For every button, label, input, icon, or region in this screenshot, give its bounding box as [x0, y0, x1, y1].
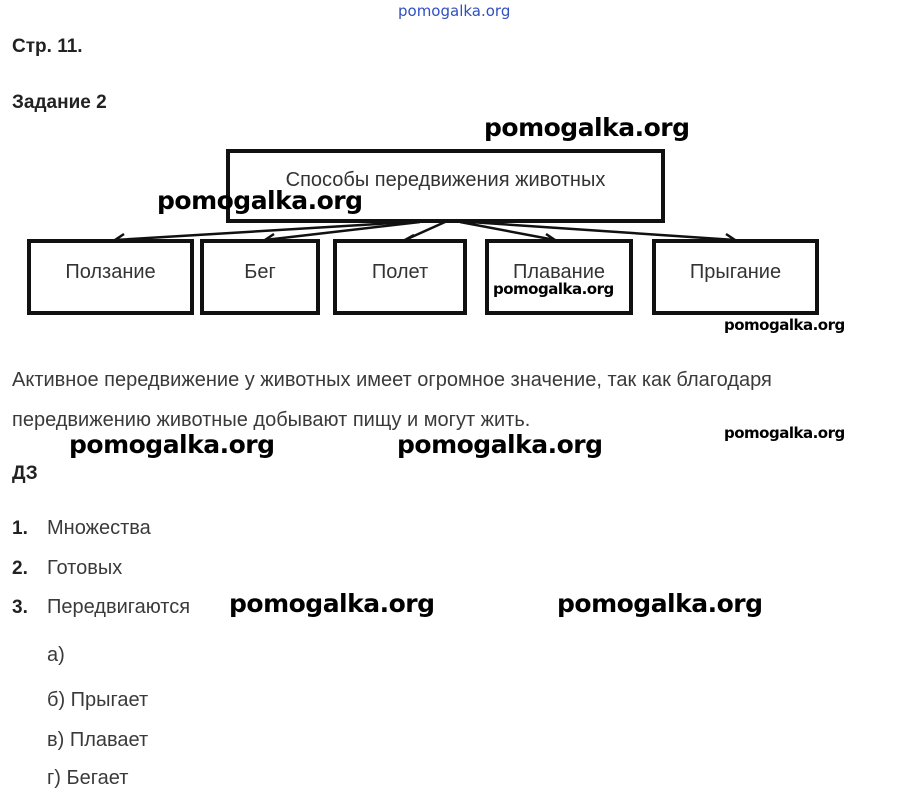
watermark: pomogalka.org: [229, 589, 435, 618]
diagram-child-polet: Полет: [333, 239, 467, 315]
child-label: Полет: [371, 261, 429, 283]
diagram-child-plavanie: Плавание: [485, 239, 633, 315]
hw-item-number: 2.: [12, 558, 28, 579]
paragraph-line-2: передвижению животные добывают пищу и мо…: [12, 409, 531, 431]
child-label: Плавание: [512, 261, 606, 283]
hw-subitem: в) Плавает: [47, 729, 149, 751]
top-watermark: pomogalka.org: [398, 2, 511, 20]
watermark: pomogalka.org: [724, 424, 845, 442]
diagram-arrows: [112, 220, 738, 248]
hw-item-text: Готовых: [47, 557, 123, 579]
watermark: pomogalka.org: [557, 589, 763, 618]
diagram-root-label: Способы передвижения животных: [285, 169, 606, 191]
diagram-child-polzanie: Ползание: [27, 239, 194, 315]
diagram-child-beg: Бег: [200, 239, 320, 315]
hw-subitem: а): [47, 644, 65, 666]
paragraph-line-1: Активное передвижение у животных имеет о…: [12, 369, 772, 391]
diagram-root-box: Способы передвижения животных: [226, 149, 665, 223]
watermark: pomogalka.org: [493, 280, 614, 298]
page-reference: Стр. 11.: [12, 36, 83, 57]
hw-item-number: 1.: [12, 518, 28, 539]
hw-subitem: б) Прыгает: [47, 689, 149, 711]
child-label: Ползание: [65, 261, 156, 283]
watermark: pomogalka.org: [397, 430, 603, 459]
task-title: Задание 2: [12, 92, 107, 113]
diagram-child-prygaine: Прыгание: [652, 239, 819, 315]
homework-title: ДЗ: [12, 463, 38, 484]
hw-subitem: г) Бегает: [47, 767, 129, 789]
watermark: pomogalka.org: [724, 316, 845, 334]
child-label: Бег: [244, 261, 276, 283]
child-label: Прыгание: [689, 261, 782, 283]
watermark: pomogalka.org: [484, 113, 690, 142]
hw-item-text: Передвигаются: [47, 596, 191, 618]
hw-item-text: Множества: [47, 517, 151, 539]
watermark: pomogalka.org: [69, 430, 275, 459]
watermark: pomogalka.org: [157, 186, 363, 215]
hw-item-number: 3.: [12, 597, 28, 618]
